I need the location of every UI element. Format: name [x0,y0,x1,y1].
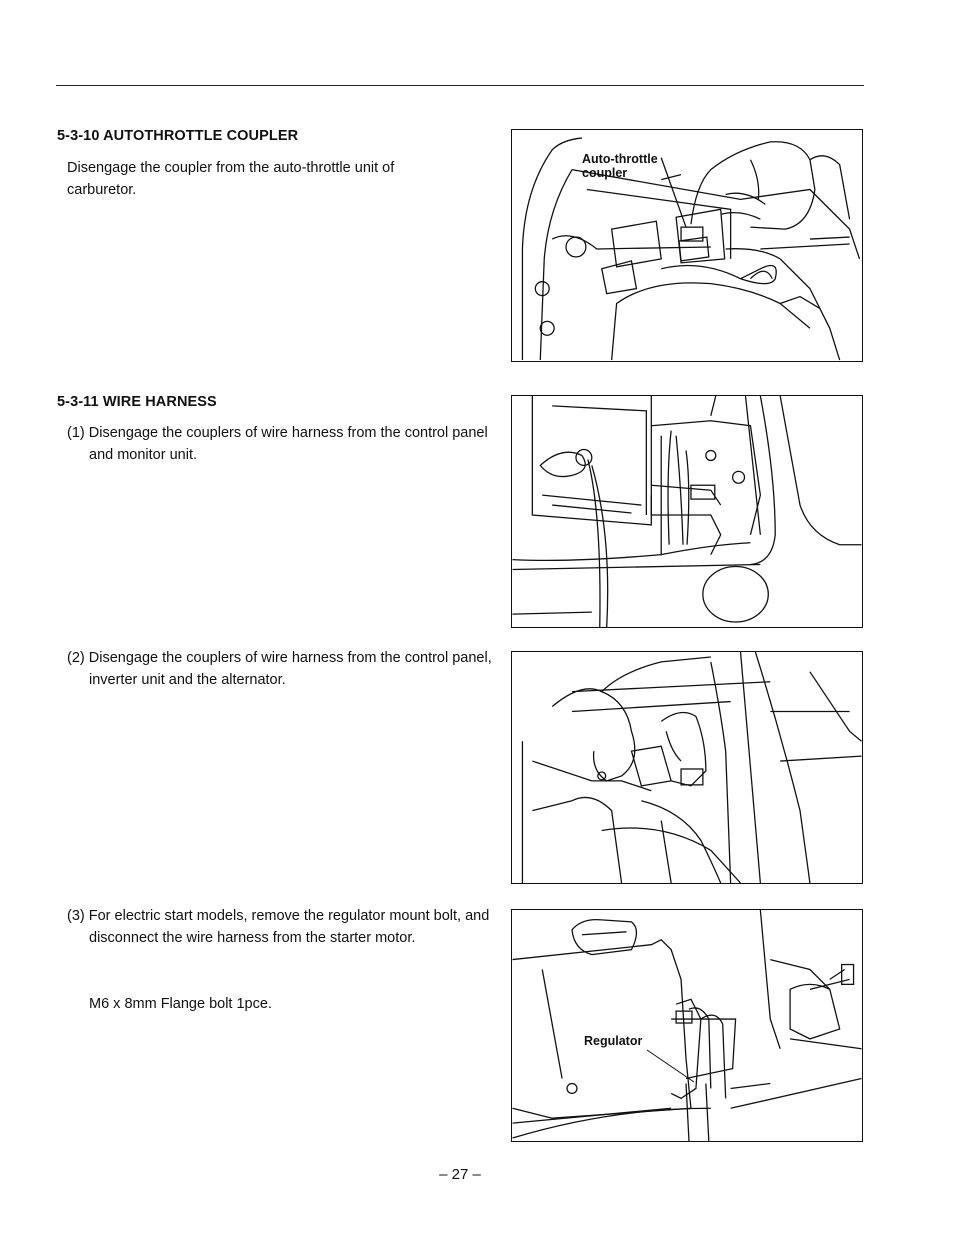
autothrottle-instruction-line1: Disengage the coupler from the auto-thro… [67,160,395,176]
callout-line1: Auto-throttle [582,152,658,166]
figure-wire-harness-step-2 [511,651,863,884]
autothrottle-illustration [521,137,861,361]
wire-harness-control-panel-illustration [512,396,862,627]
callout-line2: coupler [582,166,628,180]
figure-wire-harness-step-1 [511,395,863,628]
regulator-illustration [512,910,862,1141]
callout-autothrottle-coupler: Auto-throttle coupler [582,152,658,180]
figure-autothrottle-coupler: Auto-throttle coupler [511,129,863,362]
fastener-note: M6 x 8mm Flange bolt 1pce. [89,996,272,1012]
page-number: – 27 – [439,1166,481,1183]
autothrottle-instruction: Disengage the coupler from the auto-thro… [67,157,394,201]
wire-harness-step-1: (1) Disengage the couplers of wire harne… [67,425,488,463]
section-heading-autothrottle-coupler: 5-3-10 AUTOTHROTTLE COUPLER [57,128,299,144]
header-rule [56,85,864,86]
section-heading-wire-harness: 5-3-11 WIRE HARNESS [57,394,217,410]
figure-wire-harness-step-3: Regulator [511,909,863,1142]
autothrottle-instruction-line2: carburetor. [67,182,137,198]
wire-harness-step-3: (3) For electric start models, remove th… [67,908,490,946]
callout-regulator: Regulator [584,1034,643,1048]
wire-harness-step-2: (2) Disengage the couplers of wire harne… [67,650,492,688]
wire-harness-inverter-illustration [521,652,862,883]
